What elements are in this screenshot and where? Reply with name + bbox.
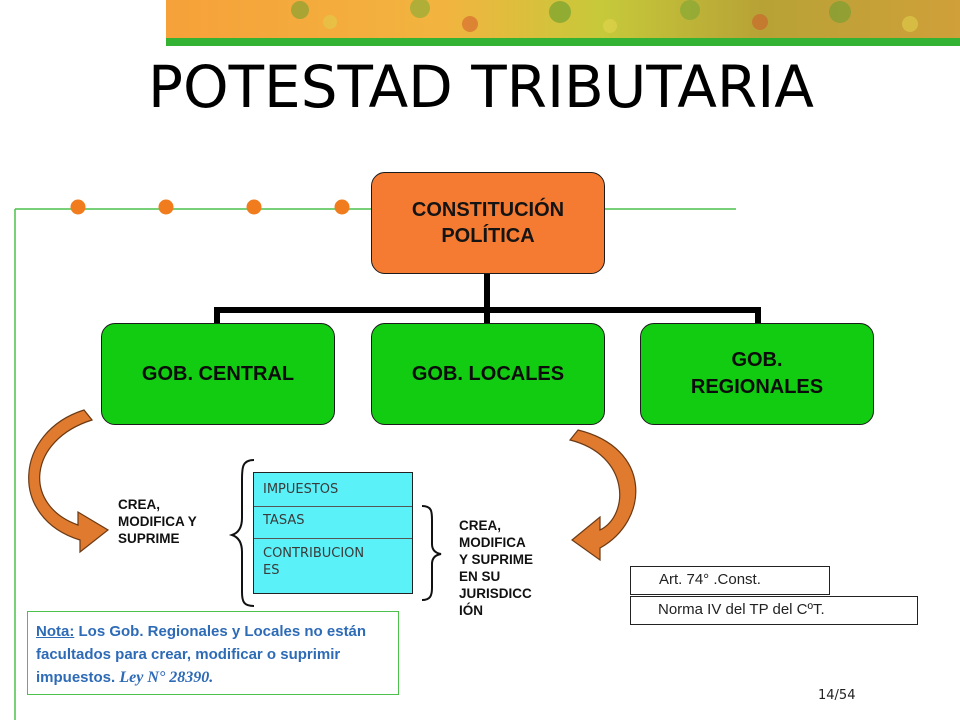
gob-locales-box: GOB. LOCALES [371, 323, 605, 425]
decorative-dot [334, 199, 350, 215]
constitucion-line1: CONSTITUCIÓN [411, 199, 565, 221]
note-body: Los Gob. Regionales y Locales no están f… [36, 623, 367, 686]
right-label-line6: IÓN [459, 603, 484, 618]
tribute-impuestos: IMPUESTOS [254, 473, 412, 507]
tribute-contribuciones-line2: ES [263, 563, 280, 578]
left-action-label: CREA, MODIFICA Y SUPRIME [118, 496, 258, 547]
left-label-line2: MODIFICA Y [118, 514, 197, 529]
tribute-tasas: TASAS [254, 507, 412, 539]
page-title: POTESTAD TRIBUTARIA [148, 53, 814, 121]
right-label-line5: JURISDICC [459, 586, 532, 601]
curved-arrow-right-icon [568, 429, 637, 562]
note-box: Nota: Los Gob. Regionales y Locales no e… [27, 611, 399, 695]
page-number: 14/54 [818, 688, 856, 703]
gob-regionales-line1: GOB. [731, 349, 783, 371]
gob-regionales-box: GOB. REGIONALES [640, 323, 874, 425]
note-text: Nota: Los Gob. Regionales y Locales no e… [36, 620, 394, 689]
left-label-line3: SUPRIME [118, 531, 180, 546]
decorative-dot [70, 199, 86, 215]
gob-central-label: GOB. CENTRAL [141, 362, 295, 385]
decorative-dot [246, 199, 262, 215]
right-label-line3: Y SUPRIME [459, 552, 534, 567]
tribute-contribuciones-line1: CONTRIBUCION [263, 546, 365, 561]
right-action-label: CREA, MODIFICA Y SUPRIME EN SU JURISDICC… [459, 517, 569, 619]
note-label: Nota: [36, 623, 75, 640]
constitucion-line2: POLÍTICA [441, 225, 535, 247]
reference-constitution: Art. 74° .Const. [630, 566, 830, 595]
decorative-dot [158, 199, 174, 215]
right-label-line4: EN SU [459, 569, 501, 584]
gob-regionales-line2: REGIONALES [690, 376, 824, 398]
gob-locales-label: GOB. LOCALES [411, 362, 565, 385]
gob-central-box: GOB. CENTRAL [101, 323, 335, 425]
right-label-line2: MODIFICA [459, 535, 526, 550]
tributes-table: IMPUESTOS TASAS CONTRIBUCION ES [253, 472, 413, 594]
left-brace [228, 459, 255, 607]
tribute-contribuciones: CONTRIBUCION ES [254, 539, 412, 593]
curved-arrow-left-icon [28, 409, 110, 554]
note-law: Ley N° 28390. [119, 669, 214, 686]
decorative-banner [166, 0, 960, 46]
reference-tax-code: Norma IV del TP del CºT. [630, 596, 918, 625]
left-label-line1: CREA, [118, 497, 161, 512]
right-brace [421, 505, 442, 601]
right-label-line1: CREA, [459, 518, 502, 533]
constitucion-box: CONSTITUCIÓN POLÍTICA [371, 172, 605, 274]
